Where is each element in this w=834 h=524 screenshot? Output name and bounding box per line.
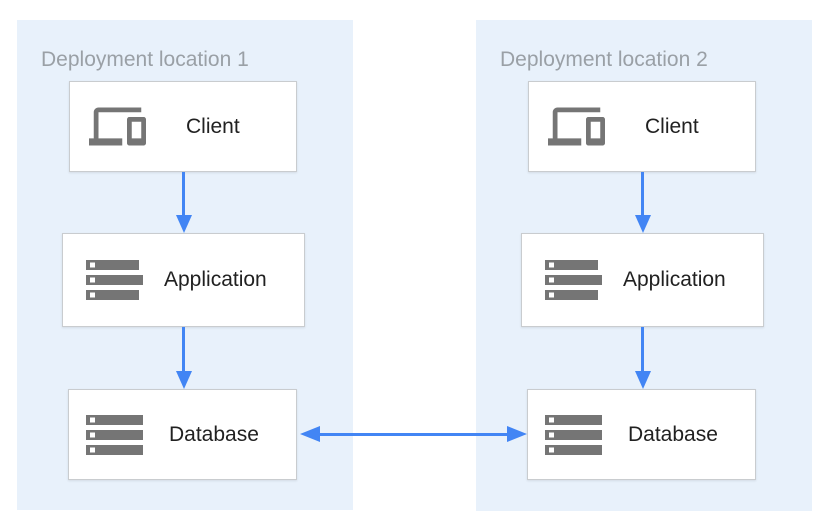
arrow-head-down-icon: [175, 371, 192, 389]
server-stack-icon: [86, 260, 143, 300]
server-stack-icon: [545, 260, 602, 300]
client-node: Client: [528, 81, 756, 172]
node-label: Client: [645, 114, 699, 138]
arrow-client-to-application: [175, 172, 192, 233]
deployment-location-1-panel: Deployment location 1 Client: [17, 20, 353, 510]
node-label: Application: [623, 268, 726, 291]
arrow-head-down-icon: [634, 371, 651, 389]
node-label: Database: [628, 422, 718, 446]
node-label: Database: [169, 422, 259, 446]
panel-title: Deployment location 1: [41, 48, 249, 71]
application-node: Application: [62, 233, 305, 327]
node-label: Client: [186, 114, 240, 138]
devices-icon: [89, 98, 146, 155]
arrow-line: [641, 327, 644, 371]
node-label: Application: [164, 268, 267, 291]
server-stack-icon: [86, 414, 143, 455]
arrow-head-down-icon: [634, 215, 651, 233]
arrow-head-left-icon: [300, 426, 320, 442]
panel-title: Deployment location 2: [500, 48, 708, 71]
arrow-head-down-icon: [175, 215, 192, 233]
arrow-database-to-database-bidirectional: [300, 426, 527, 442]
application-node: Application: [521, 233, 764, 327]
database-node: Database: [68, 389, 297, 480]
arrow-line: [320, 432, 507, 436]
server-stack-icon: [545, 414, 602, 455]
arrow-application-to-database: [175, 327, 192, 389]
arrow-line: [182, 172, 185, 215]
arrow-line: [641, 172, 644, 215]
arrow-line: [182, 327, 185, 371]
arrow-application-to-database: [634, 327, 651, 389]
deployment-location-2-panel: Deployment location 2 Client: [476, 20, 812, 511]
arrow-client-to-application: [634, 172, 651, 233]
arrow-head-right-icon: [507, 426, 527, 442]
database-node: Database: [527, 389, 756, 480]
client-node: Client: [69, 81, 297, 172]
devices-icon: [548, 98, 605, 155]
